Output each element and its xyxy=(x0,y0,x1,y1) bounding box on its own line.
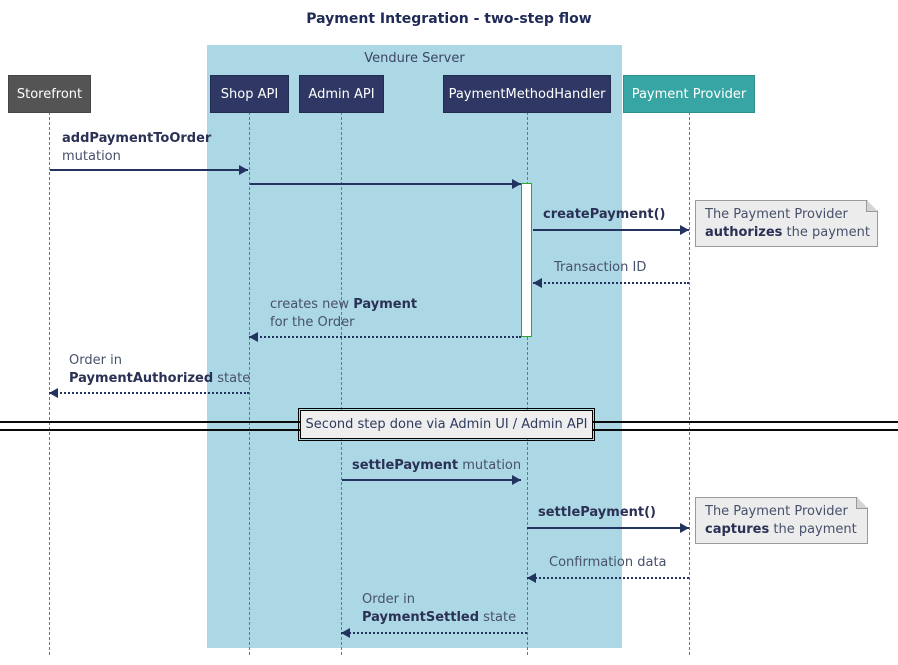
participant-label: PaymentMethodHandler xyxy=(448,86,606,102)
participant-payment-method-handler: PaymentMethodHandler xyxy=(443,75,611,113)
vendure-server-container xyxy=(207,45,622,648)
message-arrow-confirmation xyxy=(527,573,689,583)
lifeline-payment-provider xyxy=(689,112,690,655)
message-arrow-handle-payment xyxy=(250,179,521,189)
message-label-settle-payment-mutation: settlePayment mutation xyxy=(352,458,522,473)
lifeline-shop-api xyxy=(249,112,250,655)
note-captures: The Payment Provider captures the paymen… xyxy=(695,497,868,544)
message-arrow-order-authorized xyxy=(49,388,249,398)
divider-label: Second step done via Admin UI / Admin AP… xyxy=(305,417,588,432)
participant-label: Storefront xyxy=(16,86,83,102)
diagram-title: Payment Integration - two-step flow xyxy=(306,11,592,27)
message-label-add-payment: addPaymentToOrder mutation xyxy=(62,131,212,164)
note-authorizes: The Payment Provider authorizes the paym… xyxy=(695,200,878,247)
participant-storefront: Storefront xyxy=(8,75,91,113)
message-label-confirmation: Confirmation data xyxy=(549,555,667,570)
message-arrow-transaction-id xyxy=(533,278,689,288)
divider-second-step: Second step done via Admin UI / Admin AP… xyxy=(298,408,595,441)
note-fold-icon xyxy=(866,201,877,212)
message-label-order-settled: Order in PaymentSettled state xyxy=(362,592,517,625)
participant-label: Shop API xyxy=(220,86,279,102)
message-arrow-add-payment xyxy=(50,165,248,175)
participant-payment-provider: Payment Provider xyxy=(623,75,755,113)
participant-label: Admin API xyxy=(308,86,375,102)
participant-label: Payment Provider xyxy=(631,86,747,102)
message-arrow-order-settled xyxy=(341,628,527,638)
message-label-creates-payment: creates new Payment for the Order xyxy=(270,297,418,330)
lifeline-storefront xyxy=(49,112,50,655)
vendure-server-label: Vendure Server xyxy=(364,51,465,66)
participant-shop-api: Shop API xyxy=(210,75,289,113)
lifeline-admin-api xyxy=(341,112,342,655)
activation-bar-payment-method-handler xyxy=(521,183,532,337)
message-label-settle-payment-call: settlePayment() xyxy=(538,505,656,520)
message-label-transaction-id: Transaction ID xyxy=(554,260,647,275)
message-arrow-settle-payment-mutation xyxy=(342,475,521,485)
participant-admin-api: Admin API xyxy=(299,75,384,113)
lifeline-payment-method-handler xyxy=(527,112,528,655)
message-arrow-settle-payment-call xyxy=(527,523,689,533)
message-label-order-authorized: Order in PaymentAuthorized state xyxy=(69,353,251,386)
message-label-create-payment: createPayment() xyxy=(543,207,666,222)
note-fold-icon xyxy=(856,498,867,509)
message-arrow-creates-payment xyxy=(249,332,521,342)
message-arrow-create-payment xyxy=(533,225,689,235)
